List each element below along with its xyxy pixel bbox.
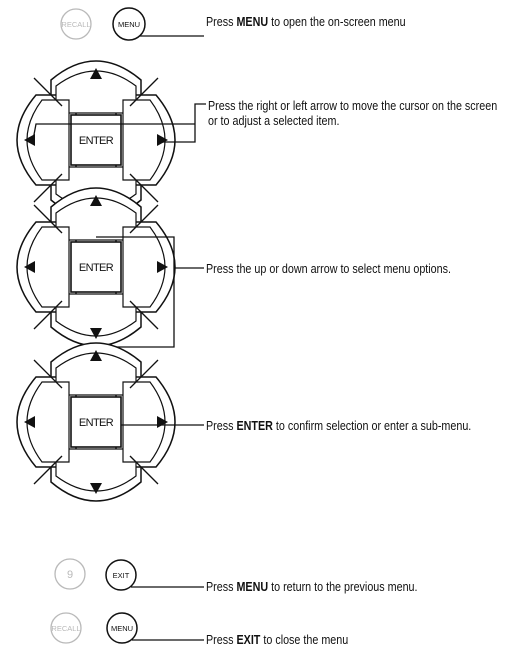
enter-button-label-1: ENTER xyxy=(79,135,114,147)
dpad-enter[interactable]: ENTER xyxy=(16,342,204,502)
row-exit-close: RECALL MENU xyxy=(50,612,204,644)
nine-button-label: 9 xyxy=(67,569,73,581)
recall-button-bottom-label: RECALL xyxy=(51,624,80,633)
dpad-left-right[interactable]: ENTER xyxy=(16,60,206,220)
row-menu-open: RECALL MENU xyxy=(60,7,204,41)
exit-button[interactable]: EXIT xyxy=(105,559,137,591)
enter-button-label-3: ENTER xyxy=(79,417,114,429)
leader-bracket-left-right xyxy=(32,103,206,143)
recall-button-bottom[interactable]: RECALL xyxy=(50,612,82,644)
menu-button-bottom[interactable]: MENU xyxy=(106,612,138,644)
exit-button-label: EXIT xyxy=(113,571,130,580)
dpad-up-down[interactable]: ENTER xyxy=(16,187,204,348)
instruction-left-right: Press the right or left arrow to move th… xyxy=(208,99,498,128)
recall-button-top-label: RECALL xyxy=(61,20,90,29)
menu-button-bottom-label: MENU xyxy=(111,624,133,633)
recall-button-top[interactable]: RECALL xyxy=(60,8,92,40)
instruction-menu-return: Press MENU to return to the previous men… xyxy=(206,580,418,594)
instruction-up-down: Press the up or down arrow to select men… xyxy=(206,262,451,276)
menu-button-top[interactable]: MENU xyxy=(112,7,146,41)
instruction-exit-close: Press EXIT to close the menu xyxy=(206,633,349,647)
enter-button-label-2: ENTER xyxy=(79,262,114,274)
instruction-menu-open: Press MENU to open the on-screen menu xyxy=(206,15,406,29)
leader-bracket-up-down xyxy=(96,236,204,348)
instruction-enter: Press ENTER to confirm selection or ente… xyxy=(206,419,472,433)
menu-button-top-label: MENU xyxy=(118,20,140,29)
row-menu-return: 9 EXIT xyxy=(54,558,204,591)
nine-button[interactable]: 9 xyxy=(54,558,86,590)
